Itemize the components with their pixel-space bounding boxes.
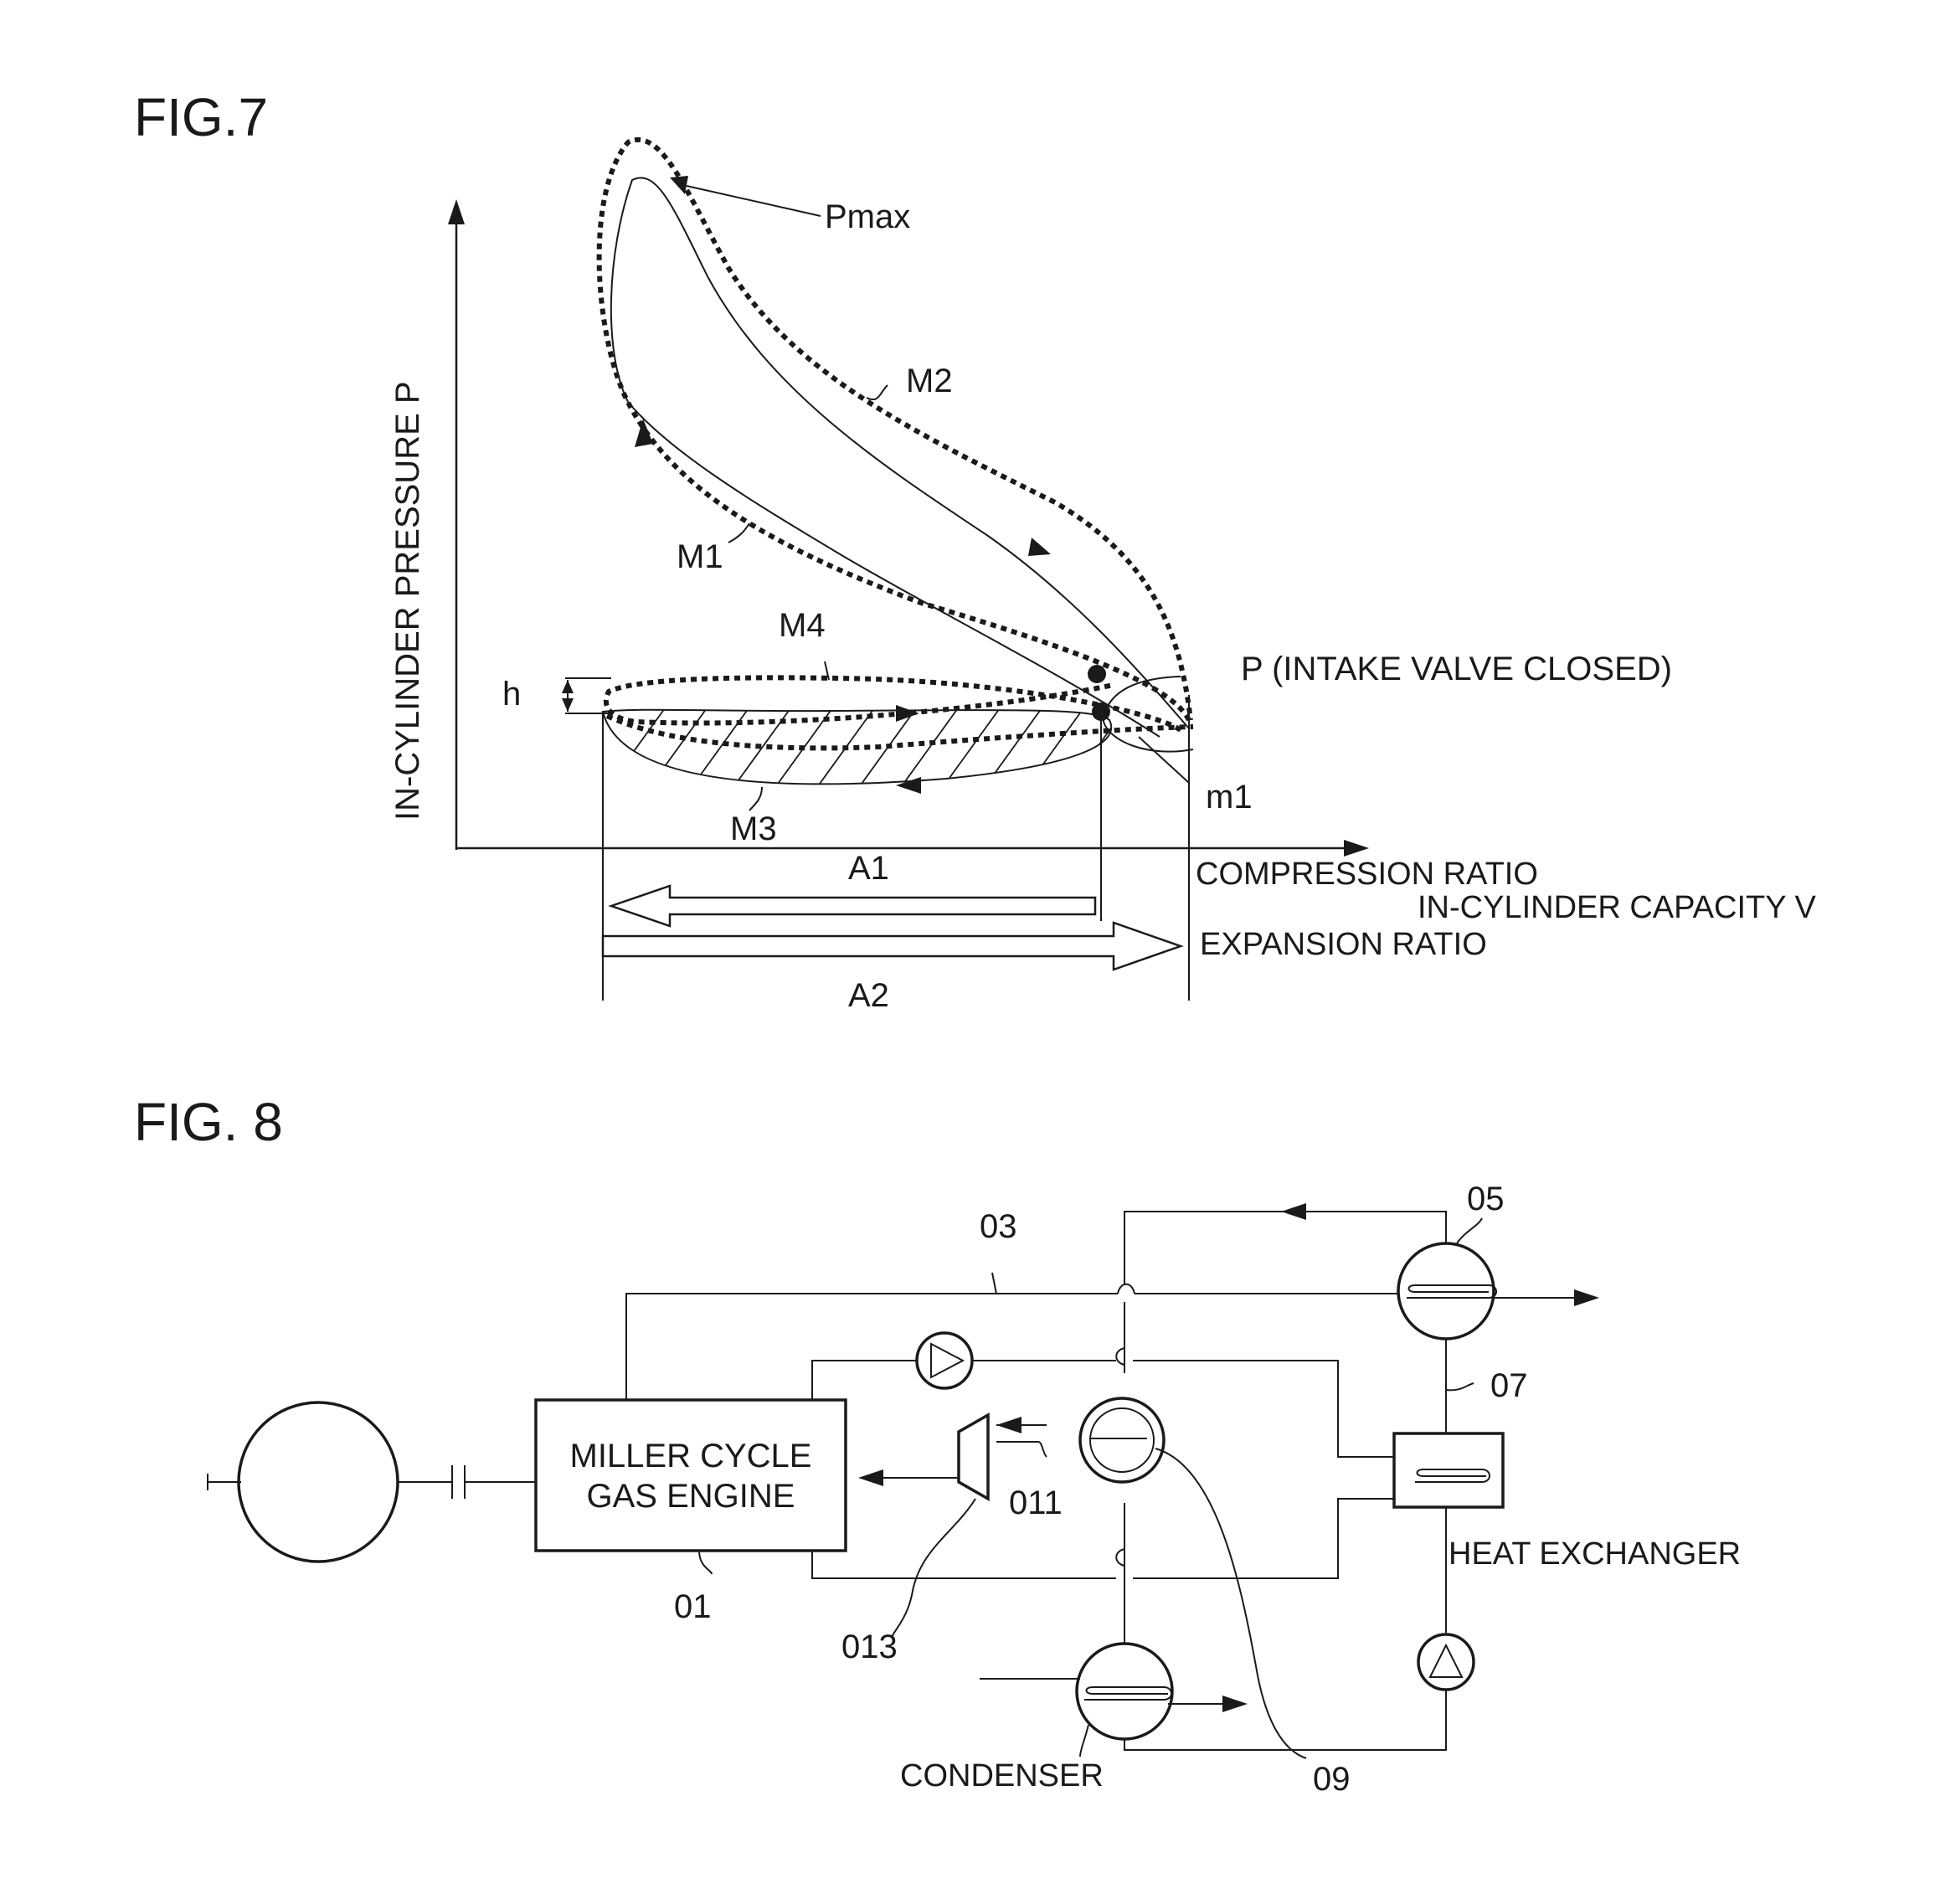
h-arrowhead: [562, 680, 574, 693]
h-arrowhead: [562, 698, 574, 712]
pump-triangle: [930, 1342, 965, 1379]
condenser: [1075, 1642, 1174, 1741]
jacket-water-line: [811, 1360, 917, 1400]
label-m3: M3: [730, 810, 777, 847]
pipe-crossover: [1115, 1548, 1125, 1567]
fig8-system-diagram: FIG. 8 MILLER CYCLE GAS ENGINE 01 03 05: [134, 1092, 1741, 1798]
jacket-water-return: [811, 1551, 1116, 1579]
pmax-flow-arrow: [670, 176, 688, 194]
label-ref-07: 07: [1490, 1367, 1528, 1404]
exhaust-pipe-03: [625, 1293, 1118, 1400]
ref-09-leader: [1155, 1448, 1307, 1759]
label-m4: M4: [779, 607, 826, 644]
m1-point: [1092, 702, 1110, 721]
ref-011-leader: [996, 1441, 1047, 1458]
generator: [237, 1401, 399, 1563]
label-m1: M1: [677, 538, 723, 575]
label-ref-09: 09: [1313, 1761, 1351, 1798]
gas-liquid-separator-09: [1078, 1397, 1166, 1484]
curve-m1-m2: [610, 177, 1190, 738]
intake-air-arrow: [996, 1417, 1021, 1433]
label-ref-01: 01: [674, 1588, 712, 1625]
condenser-leader: [1079, 1724, 1089, 1757]
m3-flow-arrow: [896, 777, 921, 794]
pmax-leader: [686, 185, 821, 217]
pipe-crossover: [1115, 1347, 1125, 1366]
steam-return-line: [1124, 1211, 1447, 1285]
condenser-coil: [1084, 1686, 1172, 1701]
heat-exchanger-supply: [1133, 1360, 1394, 1458]
label-condenser: CONDENSER: [900, 1758, 1104, 1793]
ivc-loop-detail: [1102, 676, 1194, 753]
m1-leader: [728, 522, 750, 543]
m1-flow-arrow: [635, 419, 653, 447]
label-m2: M2: [906, 363, 953, 399]
pipe-crossover: [1117, 1283, 1135, 1294]
curve-m4-lower: [605, 713, 1194, 751]
m1-leader: [1138, 736, 1190, 784]
a1-compression-arrow: [608, 884, 1097, 928]
ref-05-leader: [1456, 1217, 1483, 1244]
y-axis-arrowhead: [448, 199, 465, 224]
cooling-water-out-arrow: [1222, 1696, 1248, 1712]
label-heat-exchanger: HEAT EXCHANGER: [1449, 1536, 1741, 1572]
ref-07-leader: [1445, 1382, 1474, 1392]
label-ref-011: 011: [1009, 1485, 1063, 1521]
ref-013-leader: [891, 1498, 976, 1638]
intake-valve-closed-point: [1088, 665, 1106, 683]
ref-01-leader: [698, 1550, 713, 1575]
m3-leader: [749, 786, 763, 811]
feed-pump: [1417, 1633, 1475, 1691]
curve-m4: [604, 675, 1182, 733]
miller-cycle-gas-engine: [534, 1398, 847, 1552]
a2-expansion-arrow: [601, 921, 1184, 971]
boiler-outlet-arrow: [1574, 1289, 1599, 1306]
engine-label-line2: GAS ENGINE: [587, 1478, 795, 1515]
engine-label-line1: MILLER CYCLE: [570, 1438, 812, 1474]
heat-exchanger-return: [1133, 1498, 1394, 1579]
fig7-pv-diagram: FIG.7 IN-CYLINDER PRESSURE P: [134, 87, 1816, 1014]
label-intake-valve-closed: P (INTAKE VALVE CLOSED): [1241, 651, 1672, 687]
label-ref-013: 013: [841, 1629, 898, 1665]
m2-flow-arrow: [1028, 538, 1051, 556]
return-flow-arrow: [1281, 1203, 1306, 1220]
curve-m3: [601, 708, 1113, 785]
label-compression-ratio: COMPRESSION RATIO: [1196, 857, 1538, 892]
charge-air-arrow: [858, 1469, 883, 1486]
label-expansion-ratio: EXPANSION RATIO: [1200, 927, 1487, 962]
pumping-loss-hatch: [603, 709, 1112, 785]
y-axis-label: IN-CYLINDER PRESSURE P: [389, 381, 426, 821]
label-pmax: Pmax: [825, 198, 910, 235]
m4-flow-arrow: [896, 705, 919, 722]
label-a1: A1: [848, 850, 889, 887]
ref-03-leader: [991, 1272, 997, 1294]
separator-inner-ring: [1089, 1407, 1155, 1473]
label-h: h: [502, 676, 521, 713]
fig7-title: FIG.7: [134, 87, 268, 147]
turbocharger-compressor-013: [957, 1412, 990, 1502]
fig8-title: FIG. 8: [134, 1092, 283, 1152]
x-axis-arrowhead: [1344, 840, 1369, 857]
m4-leader: [824, 661, 830, 681]
heat-exchanger-coil: [1415, 1469, 1490, 1483]
label-m1-point: m1: [1206, 779, 1253, 816]
label-ref-03: 03: [980, 1208, 1017, 1245]
label-ref-05: 05: [1467, 1181, 1505, 1217]
label-a2: A2: [848, 977, 889, 1014]
heat-exchanger: [1392, 1432, 1505, 1509]
m2-leader: [866, 384, 888, 401]
label-in-cylinder-capacity: IN-CYLINDER CAPACITY V: [1418, 890, 1816, 925]
feed-pump-triangle: [1428, 1643, 1464, 1678]
boiler-coil: [1407, 1284, 1497, 1299]
condensate-line: [1124, 1690, 1447, 1751]
curve-miller-dashed: [596, 137, 1193, 722]
